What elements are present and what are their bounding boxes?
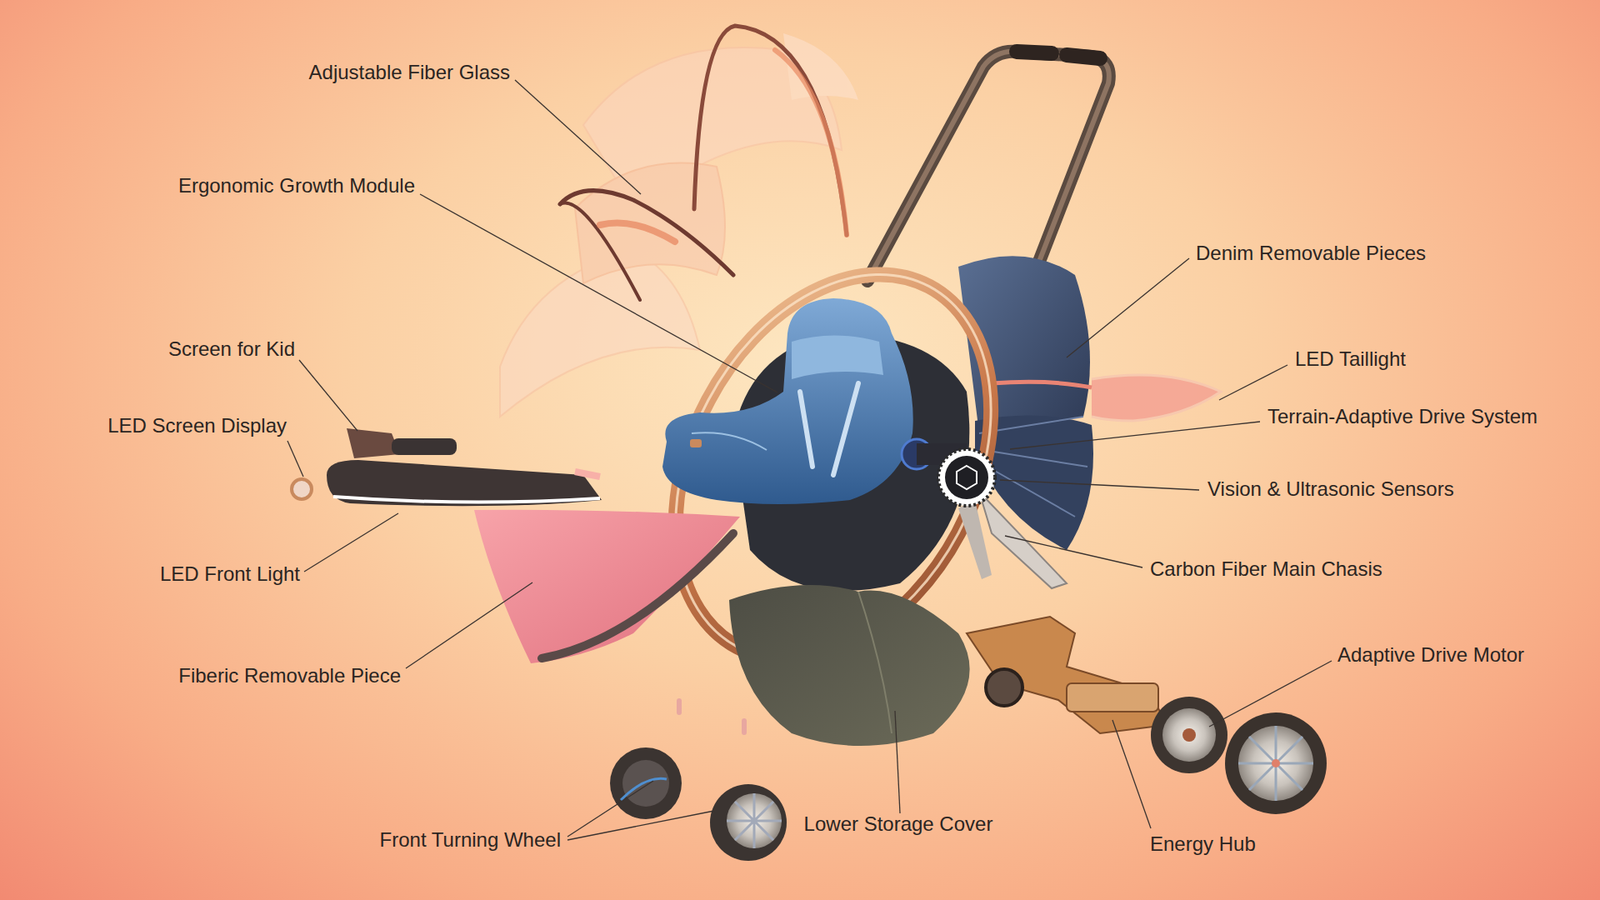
part-label: Carbon Fiber Main Chasis	[1150, 557, 1383, 581]
front-wheels	[610, 698, 787, 861]
kid-screen	[291, 428, 457, 500]
part-label: Adaptive Drive Motor	[1337, 643, 1525, 667]
ergonomic-seat	[662, 298, 914, 505]
taillight-strip	[991, 381, 1092, 388]
front-tray	[326, 460, 602, 506]
part-label: Ergonomic Growth Module	[178, 174, 415, 198]
part-label: LED Taillight	[1295, 347, 1406, 371]
part-label: LED Screen Display	[107, 414, 287, 438]
canopy-arcs	[560, 25, 847, 300]
part-label: Lower Storage Cover	[804, 812, 994, 836]
storage-cover	[729, 585, 970, 746]
part-label: Energy Hub	[1150, 832, 1256, 856]
sensor-hub	[901, 439, 995, 506]
leader-lines	[287, 80, 1332, 840]
storage-seam	[858, 591, 892, 734]
led-taillight	[1091, 375, 1221, 421]
fiberic-piece	[474, 510, 740, 664]
rear-drive	[966, 616, 1327, 815]
part-label: Screen for Kid	[168, 337, 295, 361]
part-label: LED Front Light	[160, 562, 300, 586]
part-label: Adjustable Fiber Glass	[309, 60, 510, 85]
part-label: Front Turning Wheel	[380, 828, 561, 852]
part-label: Denim Removable Pieces	[1195, 241, 1426, 265]
part-label: Terrain-Adaptive Drive System	[1267, 405, 1538, 429]
part-label: Vision & Ultrasonic Sensors	[1207, 477, 1455, 501]
part-label: Fiberic Removable Piece	[178, 664, 401, 688]
pink-rim	[541, 533, 734, 659]
